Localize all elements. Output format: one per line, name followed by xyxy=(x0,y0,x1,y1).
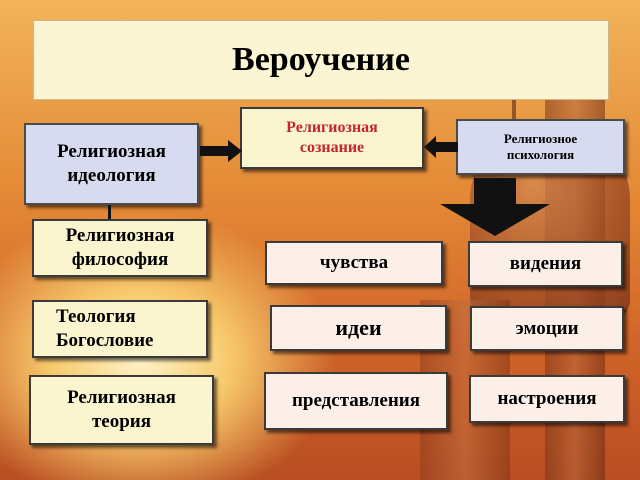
big-down-arrow xyxy=(440,178,550,236)
religious-theory-label: Религиозная теория xyxy=(67,387,176,432)
visions-label: видения xyxy=(509,253,582,275)
theology-label: Теология Богословие xyxy=(56,306,154,351)
emotions-node: эмоции xyxy=(470,306,624,351)
religious-theory-node: Религиозная теория xyxy=(29,375,214,445)
ideas-label: идеи xyxy=(335,315,382,341)
religious-ideology-node: Религиозная идеология xyxy=(24,123,199,205)
connector-line xyxy=(108,205,111,221)
title-box: Вероучение xyxy=(33,20,609,100)
arrow-psychology-to-consciousness xyxy=(424,136,458,158)
religious-consciousness-label: Религиозная сознание xyxy=(286,119,378,156)
religious-philosophy-node: Религиозная философия xyxy=(32,219,208,277)
ideas-node: идеи xyxy=(270,305,447,351)
feelings-node: чувства xyxy=(265,241,443,285)
representations-label: представления xyxy=(291,390,421,412)
feelings-label: чувства xyxy=(319,252,389,274)
religious-philosophy-label: Религиозная философия xyxy=(65,225,175,270)
arrow-ideology-to-consciousness xyxy=(200,140,242,162)
visions-node: видения xyxy=(468,241,623,287)
religious-psychology-label: Религиозное психология xyxy=(503,130,578,162)
theology-node: Теология Богословие xyxy=(32,300,208,358)
background-spire xyxy=(512,95,516,135)
page-title: Вероучение xyxy=(232,41,410,78)
religious-ideology-label: Религиозная идеология xyxy=(57,141,166,186)
moods-label: настроения xyxy=(497,388,597,410)
religious-psychology-node: Религиозное психология xyxy=(456,119,625,175)
emotions-label: эмоции xyxy=(515,317,579,339)
representations-node: представления xyxy=(264,372,448,430)
moods-node: настроения xyxy=(469,375,625,423)
religious-consciousness-node: Религиозная сознание xyxy=(240,107,424,169)
